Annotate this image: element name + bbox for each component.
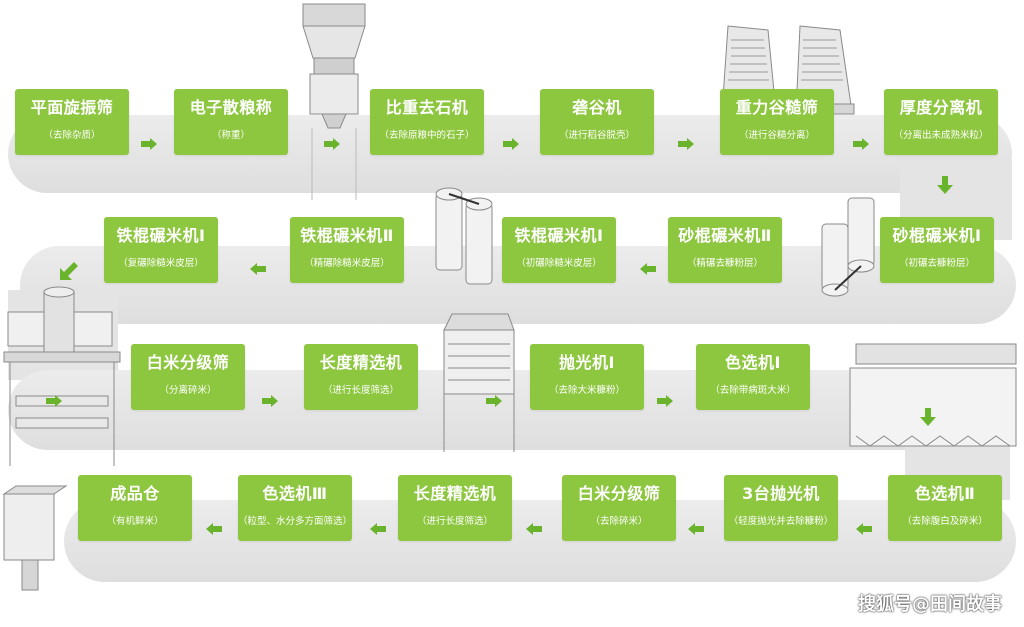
arrow-left-icon xyxy=(688,523,704,535)
arrow-left-icon xyxy=(370,523,386,535)
step-title: 色选机Ⅱ xyxy=(914,484,976,503)
grading-platform-illustration xyxy=(3,286,121,466)
arrow-right-icon xyxy=(678,138,694,150)
step-subtitle: （去除杂质） xyxy=(43,130,101,141)
hopper-machine-illustration xyxy=(302,3,366,200)
step-title: 电子散粮称 xyxy=(189,98,273,117)
step-title: 铁棍碾米机Ⅰ xyxy=(116,226,206,245)
step-7-box: 砂棍碾米机Ⅰ （初碾去糠粉层） xyxy=(880,217,994,283)
step-title: 砻谷机 xyxy=(572,98,622,117)
step-4-box: 砻谷机 （进行稻谷脱壳） xyxy=(540,89,654,155)
step-title: 长度精选机 xyxy=(319,353,403,372)
arrow-down-left-icon xyxy=(60,262,78,280)
arrow-left-icon xyxy=(526,523,542,535)
arrow-left-icon xyxy=(206,523,222,535)
step-subtitle: （精碾去糠粉层） xyxy=(686,258,763,269)
step-subtitle: （初碾去糠粉层） xyxy=(898,258,975,269)
roller-machine-illustration-2 xyxy=(821,197,875,297)
step-subtitle: （称重） xyxy=(211,130,250,141)
step-6-box: 厚度分离机 （分离出未成熟米粒） xyxy=(884,89,998,155)
step-subtitle: （进行稻谷脱壳） xyxy=(558,130,635,141)
color-sorter-illustration xyxy=(849,343,1017,447)
step-20-box: 色选机Ⅲ （粒型、水分多方面筛选） xyxy=(238,475,352,541)
step-title: 白米分级筛 xyxy=(146,353,230,372)
step-subtitle: （分离碎米） xyxy=(159,385,217,396)
product-silo-illustration xyxy=(2,485,68,591)
step-title: 砂棍碾米机Ⅱ xyxy=(678,226,772,245)
step-10-box: 铁棍碾米机Ⅱ （精碾除糙米皮层） xyxy=(290,217,404,283)
step-subtitle: （进行长度筛选） xyxy=(322,385,399,396)
step-title: 重力谷糙筛 xyxy=(735,98,819,117)
step-2-box: 电子散粮称 （称重） xyxy=(174,89,288,155)
step-title: 抛光机Ⅰ xyxy=(559,353,615,372)
step-3-box: 比重去石机 （去除原粮中的石子） xyxy=(370,89,484,155)
arrow-right-icon xyxy=(657,395,673,407)
arrow-left-icon xyxy=(856,523,872,535)
step-title: 白米分级筛 xyxy=(577,484,661,503)
arrow-right-icon xyxy=(262,395,278,407)
length-grader-illustration xyxy=(443,313,515,452)
step-14-box: 抛光机Ⅰ （去除大米糠粉） xyxy=(530,344,644,410)
step-8-box: 砂棍碾米机Ⅱ （精碾去糠粉层） xyxy=(668,217,782,283)
step-title: 平面旋振筛 xyxy=(30,98,114,117)
step-17-box: 3台抛光机 （轻度抛光并去除糠粉） xyxy=(724,475,838,541)
step-21-box: 成品仓 （有机鲜米） xyxy=(78,475,192,541)
step-subtitle: （去除带病斑大米） xyxy=(710,385,796,396)
arrow-left-icon xyxy=(640,263,656,275)
step-subtitle: （有机鲜米） xyxy=(106,516,164,527)
step-title: 长度精选机 xyxy=(413,484,497,503)
step-18-box: 白米分级筛 （去除碎米） xyxy=(562,475,676,541)
watermark-text: 搜狐号@田间故事 xyxy=(858,594,1002,615)
step-16-box: 色选机Ⅱ （去除腹白及碎米） xyxy=(888,475,1002,541)
step-12-box: 白米分级筛 （分离碎米） xyxy=(131,344,245,410)
step-subtitle: （进行长度筛选） xyxy=(416,516,493,527)
arrow-down-icon xyxy=(937,176,953,194)
step-13-box: 长度精选机 （进行长度筛选） xyxy=(304,344,418,410)
arrow-right-icon xyxy=(324,138,340,150)
step-title: 成品仓 xyxy=(110,484,160,503)
step-subtitle: （复碾除糙米皮层） xyxy=(118,258,204,269)
step-5-box: 重力谷糙筛 （进行谷糙分离） xyxy=(720,89,834,155)
step-title: 厚度分离机 xyxy=(899,98,983,117)
step-19-box: 长度精选机 （进行长度筛选） xyxy=(398,475,512,541)
step-11-box: 铁棍碾米机Ⅰ （复碾除糙米皮层） xyxy=(104,217,218,283)
arrow-right-icon xyxy=(853,138,869,150)
step-title: 3台抛光机 xyxy=(742,484,820,503)
step-subtitle: （进行谷糙分离） xyxy=(738,130,815,141)
step-title: 砂棍碾米机Ⅰ xyxy=(892,226,982,245)
arrow-right-icon xyxy=(141,138,157,150)
step-15-box: 色选机Ⅰ （去除带病斑大米） xyxy=(696,344,810,410)
step-1-box: 平面旋振筛 （去除杂质） xyxy=(15,89,129,155)
step-title: 色选机Ⅰ xyxy=(725,353,781,372)
arrow-left-icon xyxy=(250,263,266,275)
arrow-right-icon xyxy=(46,395,62,407)
arrow-right-icon xyxy=(503,138,519,150)
step-subtitle: （分离出未成熟米粒） xyxy=(893,130,989,141)
step-subtitle: （粒型、水分多方面筛选） xyxy=(238,516,353,527)
arrow-down-icon xyxy=(920,408,936,426)
step-title: 色选机Ⅲ xyxy=(262,484,328,503)
step-subtitle: （轻度抛光并去除糠粉） xyxy=(728,516,834,527)
step-title: 铁棍碾米机Ⅰ xyxy=(514,226,604,245)
arrow-right-icon xyxy=(486,395,502,407)
step-subtitle: （去除大米糠粉） xyxy=(548,385,625,396)
roller-machine-illustration-1 xyxy=(435,187,493,285)
step-subtitle: （去除原粮中的石子） xyxy=(379,130,475,141)
step-9-box: 铁棍碾米机Ⅰ （初碾除糙米皮层） xyxy=(502,217,616,283)
conveyor-track-row1 xyxy=(8,115,1012,193)
step-title: 比重去石机 xyxy=(385,98,469,117)
step-subtitle: （初碾除糙米皮层） xyxy=(516,258,602,269)
conveyor-track-row4 xyxy=(64,500,1016,582)
step-subtitle: （精碾除糙米皮层） xyxy=(304,258,390,269)
step-subtitle: （去除碎米） xyxy=(590,516,648,527)
step-subtitle: （去除腹白及碎米） xyxy=(902,516,988,527)
step-title: 铁棍碾米机Ⅱ xyxy=(300,226,394,245)
